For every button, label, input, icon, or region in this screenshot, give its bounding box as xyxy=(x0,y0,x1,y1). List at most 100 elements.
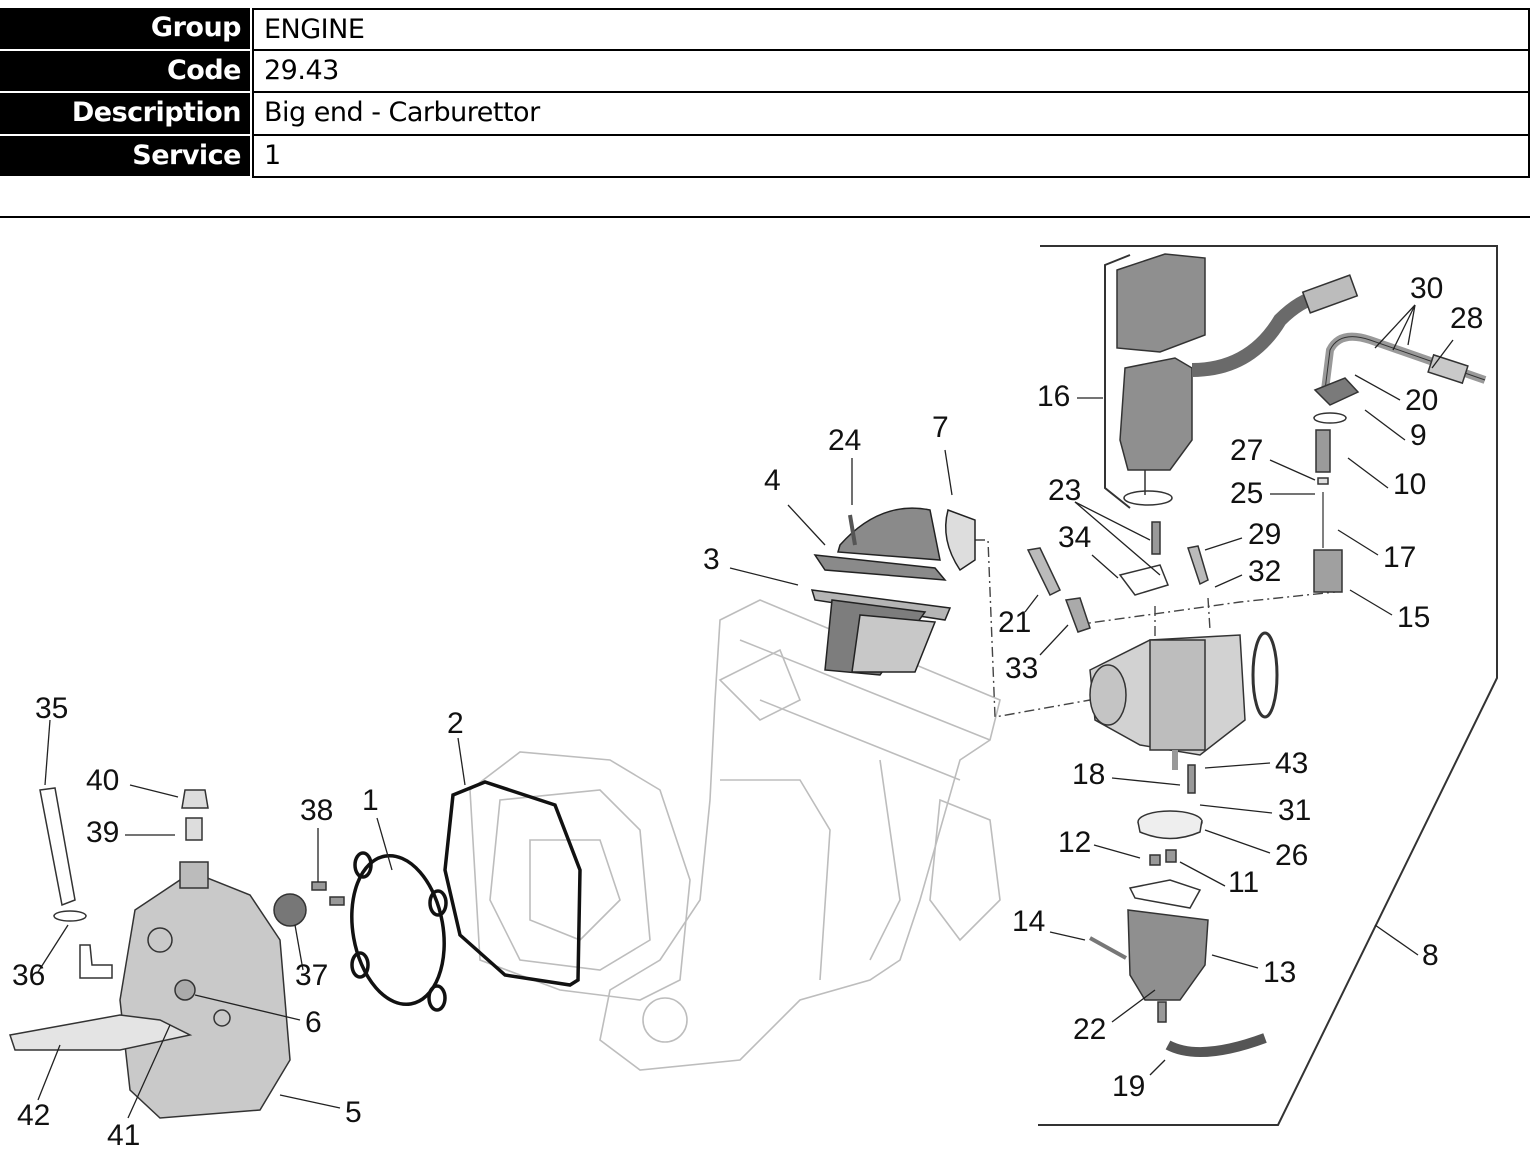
header-value: ENGINE xyxy=(252,8,1530,51)
callout-3: 3 xyxy=(703,543,720,576)
callout-8: 8 xyxy=(1422,939,1439,972)
callout-22: 22 xyxy=(1073,1013,1106,1046)
header-value: Big end - Carburettor xyxy=(252,93,1530,136)
header-label: Description xyxy=(0,93,250,136)
callout-24: 24 xyxy=(828,424,861,457)
callout-10: 10 xyxy=(1393,468,1426,501)
callout-2: 2 xyxy=(447,707,464,740)
leader-line-23 xyxy=(1074,501,1151,541)
callout-28: 28 xyxy=(1450,302,1483,335)
gaskets xyxy=(350,780,582,1012)
separator-line xyxy=(0,216,1530,218)
leader-line-8 xyxy=(1374,924,1419,956)
header-label: Code xyxy=(0,50,250,93)
leader-line-3 xyxy=(729,567,799,586)
leader-line-26 xyxy=(1204,829,1271,854)
callout-5: 5 xyxy=(345,1096,362,1129)
crankcase-outline xyxy=(469,599,1001,1071)
leader-line-31 xyxy=(1199,804,1273,814)
leader-line-20 xyxy=(1354,374,1401,401)
callout-32: 32 xyxy=(1248,555,1281,588)
leader-line-33 xyxy=(1039,624,1069,656)
automatic-choke-part xyxy=(1116,253,1359,506)
exploded-diagram: 1234567891011121314151617181920212223242… xyxy=(9,245,1498,1150)
gasket-1-outline xyxy=(350,853,446,1007)
callout-42: 42 xyxy=(17,1099,50,1132)
leader-line-9 xyxy=(1364,409,1406,441)
leader-line-40 xyxy=(129,784,179,798)
callout-21: 21 xyxy=(998,606,1031,639)
leader-line-extra-0 xyxy=(1392,304,1416,351)
callout-leader-lines xyxy=(37,304,1454,1119)
leader-line-4 xyxy=(787,504,826,546)
assembly-bracket-8 xyxy=(1038,245,1498,1126)
callout-4: 4 xyxy=(764,464,781,497)
callout-9: 9 xyxy=(1410,419,1427,452)
callout-20: 20 xyxy=(1405,384,1438,417)
callout-27: 27 xyxy=(1230,434,1263,467)
leader-line-extra-2 xyxy=(1074,501,1161,576)
leader-line-18 xyxy=(1111,777,1181,786)
gasket-2-outline xyxy=(443,780,582,987)
callout-19: 19 xyxy=(1112,1070,1145,1103)
throttle-parts xyxy=(1313,332,1487,593)
callout-13: 13 xyxy=(1263,956,1296,989)
callout-14: 14 xyxy=(1012,905,1045,938)
leader-line-36 xyxy=(37,924,69,973)
leader-line-42 xyxy=(37,1044,61,1101)
leader-line-10 xyxy=(1347,457,1389,489)
choke-bracket-16 xyxy=(1104,254,1131,509)
callout-17: 17 xyxy=(1383,541,1416,574)
leader-line-17 xyxy=(1337,529,1379,556)
leader-line-35 xyxy=(44,719,51,786)
leader-line-19 xyxy=(1149,1059,1166,1076)
leader-line-34 xyxy=(1091,554,1119,579)
leader-line-11 xyxy=(1179,861,1226,887)
leader-line-14 xyxy=(1049,931,1086,941)
callout-33: 33 xyxy=(1005,652,1038,685)
callout-16: 16 xyxy=(1037,380,1070,413)
float-bowl-parts xyxy=(1089,764,1267,1057)
cylinder-head-parts xyxy=(9,787,345,1119)
assembly-guide-lines xyxy=(975,539,1336,718)
leader-line-2 xyxy=(457,737,466,786)
callout-31: 31 xyxy=(1278,794,1311,827)
header-label: Service xyxy=(0,135,250,178)
callout-43: 43 xyxy=(1275,747,1308,780)
callout-12: 12 xyxy=(1058,826,1091,859)
callout-34: 34 xyxy=(1058,521,1091,554)
leader-line-41 xyxy=(127,1024,171,1119)
callout-36: 36 xyxy=(12,959,45,992)
callout-18: 18 xyxy=(1072,758,1105,791)
leader-line-extra-1 xyxy=(1407,304,1416,346)
callout-29: 29 xyxy=(1248,518,1281,551)
intake-manifold-parts xyxy=(810,507,976,676)
callout-39: 39 xyxy=(86,816,119,849)
callout-26: 26 xyxy=(1275,839,1308,872)
callout-7: 7 xyxy=(932,411,949,444)
header-value: 29.43 xyxy=(252,50,1530,93)
callout-1: 1 xyxy=(362,784,379,817)
callout-25: 25 xyxy=(1230,477,1263,510)
carburettor-body xyxy=(1089,631,1279,770)
leader-line-37 xyxy=(294,924,304,971)
callout-6: 6 xyxy=(305,1006,322,1039)
leader-line-28 xyxy=(1431,339,1454,369)
callout-37: 37 xyxy=(295,959,328,992)
leader-line-27 xyxy=(1269,459,1316,481)
leader-line-7 xyxy=(944,449,953,496)
callout-labels: 1234567891011121314151617181920212223242… xyxy=(12,272,1483,1150)
leader-line-6 xyxy=(194,994,301,1021)
leader-line-12 xyxy=(1093,844,1141,859)
callout-41: 41 xyxy=(107,1119,140,1150)
leader-line-5 xyxy=(279,1094,341,1109)
leader-line-43 xyxy=(1204,762,1271,769)
callout-35: 35 xyxy=(35,692,68,725)
small-adjust-parts xyxy=(1026,521,1209,633)
leader-line-15 xyxy=(1349,589,1393,616)
